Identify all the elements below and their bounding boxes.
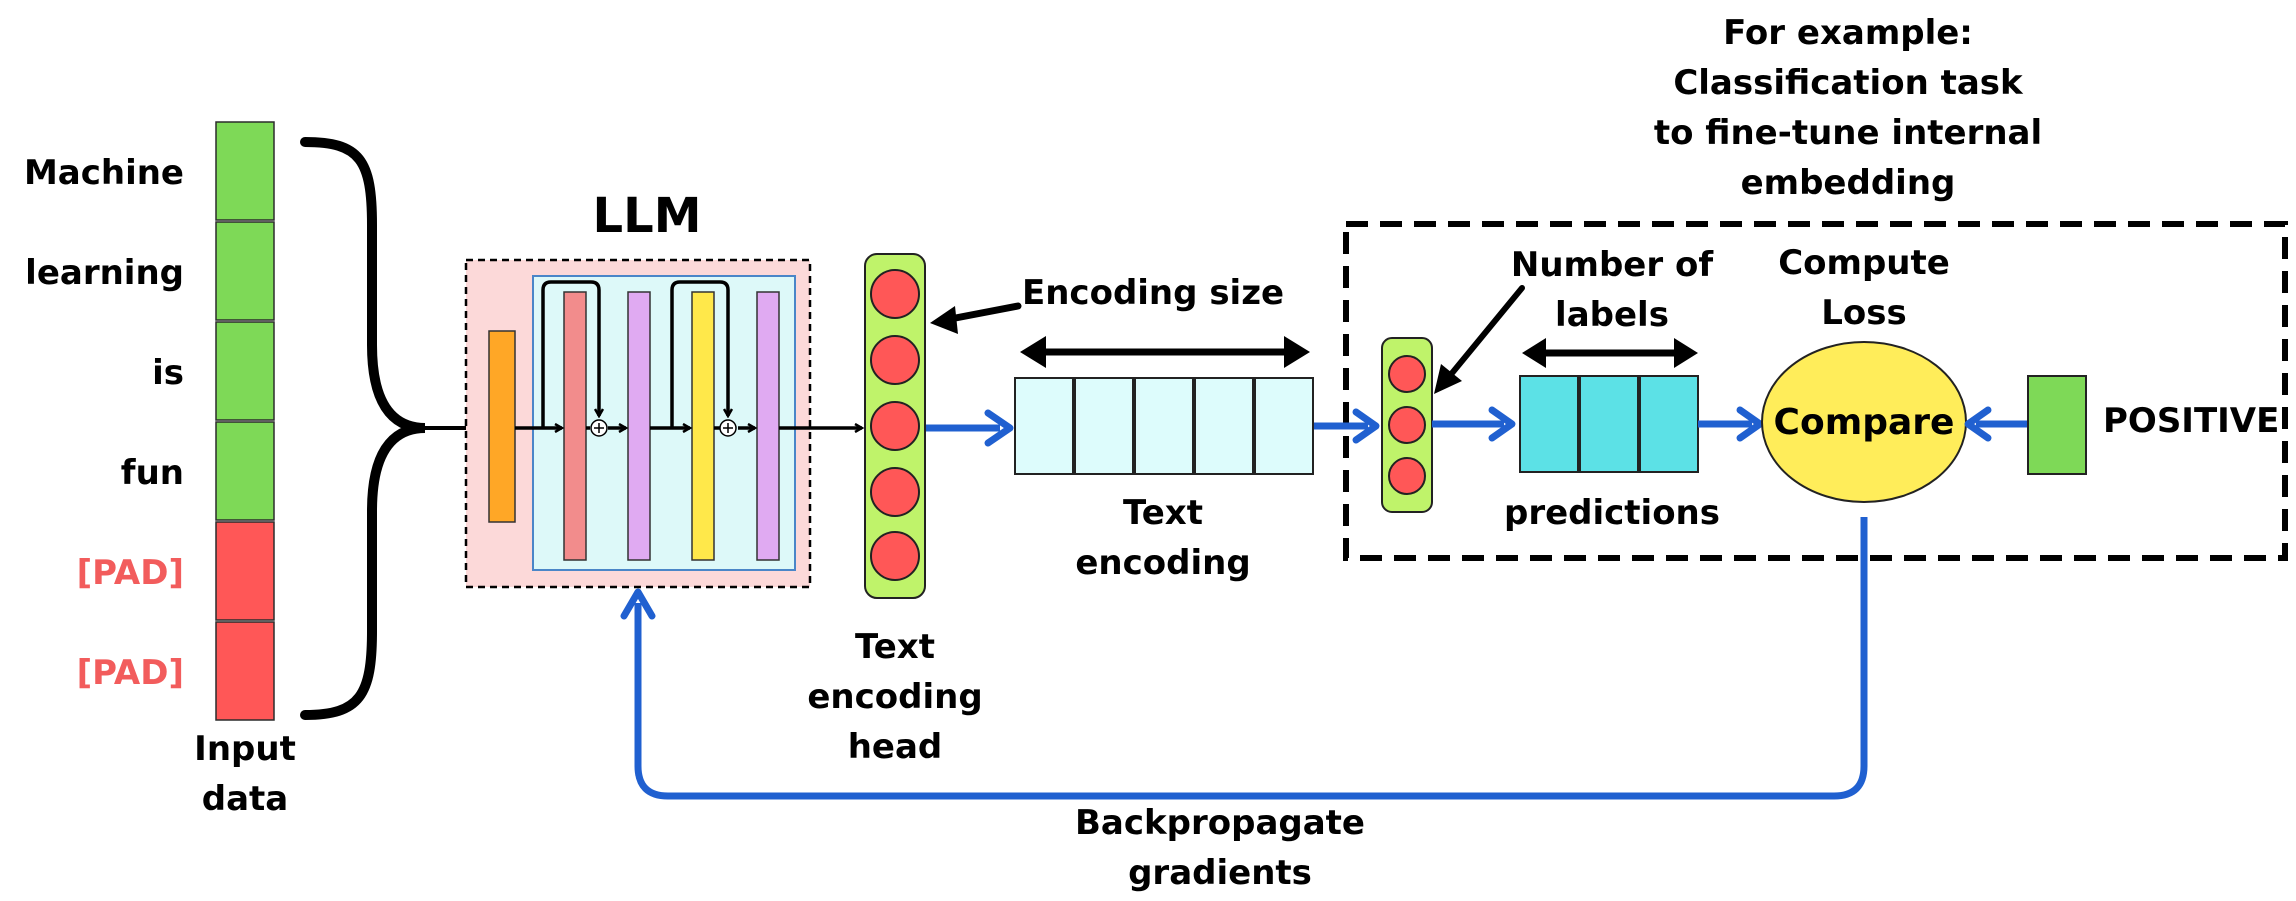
head-to-encoding-arrow bbox=[926, 409, 1014, 447]
input-token-column bbox=[215, 121, 275, 721]
compute-loss-label: Loss bbox=[1821, 293, 1907, 333]
target-to-compare-arrow bbox=[1964, 406, 2028, 442]
encoding-head-neurons bbox=[870, 269, 920, 581]
encoding-cell bbox=[1254, 377, 1314, 475]
head-label: Text bbox=[855, 627, 935, 667]
num-labels-label: Number of bbox=[1511, 245, 1714, 285]
task-note: Classification task bbox=[1673, 63, 2024, 103]
backprop-label: gradients bbox=[1128, 853, 1312, 893]
prediction-cell bbox=[1579, 375, 1639, 473]
neuron bbox=[1388, 355, 1426, 393]
prediction-cell bbox=[1639, 375, 1699, 473]
compute-loss-label: Compute bbox=[1778, 243, 1950, 283]
compare-label: Compare bbox=[1774, 402, 1955, 443]
token-box bbox=[215, 221, 275, 321]
target-label-box bbox=[2027, 375, 2087, 475]
neuron bbox=[1388, 457, 1426, 495]
norm-layer bbox=[627, 291, 651, 561]
token-label: Machine bbox=[24, 153, 184, 193]
encoding-cell bbox=[1074, 377, 1134, 475]
predictions-to-compare-arrow bbox=[1698, 406, 1764, 442]
prediction-cell bbox=[1519, 375, 1579, 473]
task-note: to fine-tune internal bbox=[1654, 113, 2042, 153]
neuron bbox=[870, 269, 920, 319]
neuron bbox=[870, 531, 920, 581]
task-note: embedding bbox=[1741, 163, 1956, 203]
norm-layer bbox=[756, 291, 780, 561]
token-box bbox=[215, 321, 275, 421]
text-encoding-vector bbox=[1014, 377, 1314, 475]
neuron bbox=[870, 401, 920, 451]
token-box bbox=[215, 421, 275, 521]
classifier-neurons bbox=[1388, 355, 1426, 495]
backprop-label: Backpropagate bbox=[1075, 803, 1365, 843]
token-box bbox=[215, 121, 275, 221]
token-box bbox=[215, 621, 275, 721]
num-labels-label: labels bbox=[1555, 295, 1669, 335]
encoding-cell bbox=[1014, 377, 1074, 475]
head-label: head bbox=[848, 727, 943, 767]
predictions-label: predictions bbox=[1504, 493, 1720, 533]
task-note: For example: bbox=[1723, 13, 1973, 53]
neuron bbox=[1388, 406, 1426, 444]
token-label: learning bbox=[25, 253, 184, 293]
encoding-size-arrow bbox=[1020, 336, 1310, 368]
neuron bbox=[870, 467, 920, 517]
backprop-arrow bbox=[620, 517, 1868, 800]
encoding-cell bbox=[1194, 377, 1254, 475]
num-labels-pointer bbox=[1434, 285, 1525, 394]
encoding-size-label: Encoding size bbox=[1022, 273, 1284, 313]
text-encoding-label: Text bbox=[1123, 493, 1203, 533]
residual-add-icon bbox=[590, 419, 608, 437]
feedforward-layer bbox=[691, 291, 715, 561]
encoding-size-pointer bbox=[930, 302, 1022, 334]
head-label: encoding bbox=[807, 677, 982, 717]
llm-flow-arrows bbox=[515, 280, 862, 428]
input-data-label: Input bbox=[194, 729, 296, 769]
token-label: is bbox=[152, 353, 184, 393]
token-box bbox=[215, 521, 275, 621]
prediction-vector bbox=[1519, 375, 1699, 473]
classification-task-box bbox=[1343, 221, 2288, 561]
attention-layer bbox=[563, 291, 587, 561]
residual-add-icon bbox=[719, 419, 737, 437]
llm-title: LLM bbox=[593, 188, 702, 244]
pad-token-label: [PAD] bbox=[77, 653, 184, 693]
target-label: POSITIVE bbox=[2103, 401, 2279, 441]
num-labels-arrow bbox=[1522, 338, 1698, 368]
classifier-to-predictions-arrow bbox=[1432, 406, 1516, 442]
embedding-layer bbox=[488, 330, 516, 523]
text-encoding-label: encoding bbox=[1075, 543, 1250, 583]
encoding-to-classifier-arrow bbox=[1314, 408, 1380, 444]
encoding-cell bbox=[1134, 377, 1194, 475]
pad-token-label: [PAD] bbox=[77, 553, 184, 593]
input-data-label: data bbox=[202, 779, 288, 819]
input-brace bbox=[300, 137, 426, 720]
neuron bbox=[870, 335, 920, 385]
token-label: fun bbox=[121, 453, 184, 493]
